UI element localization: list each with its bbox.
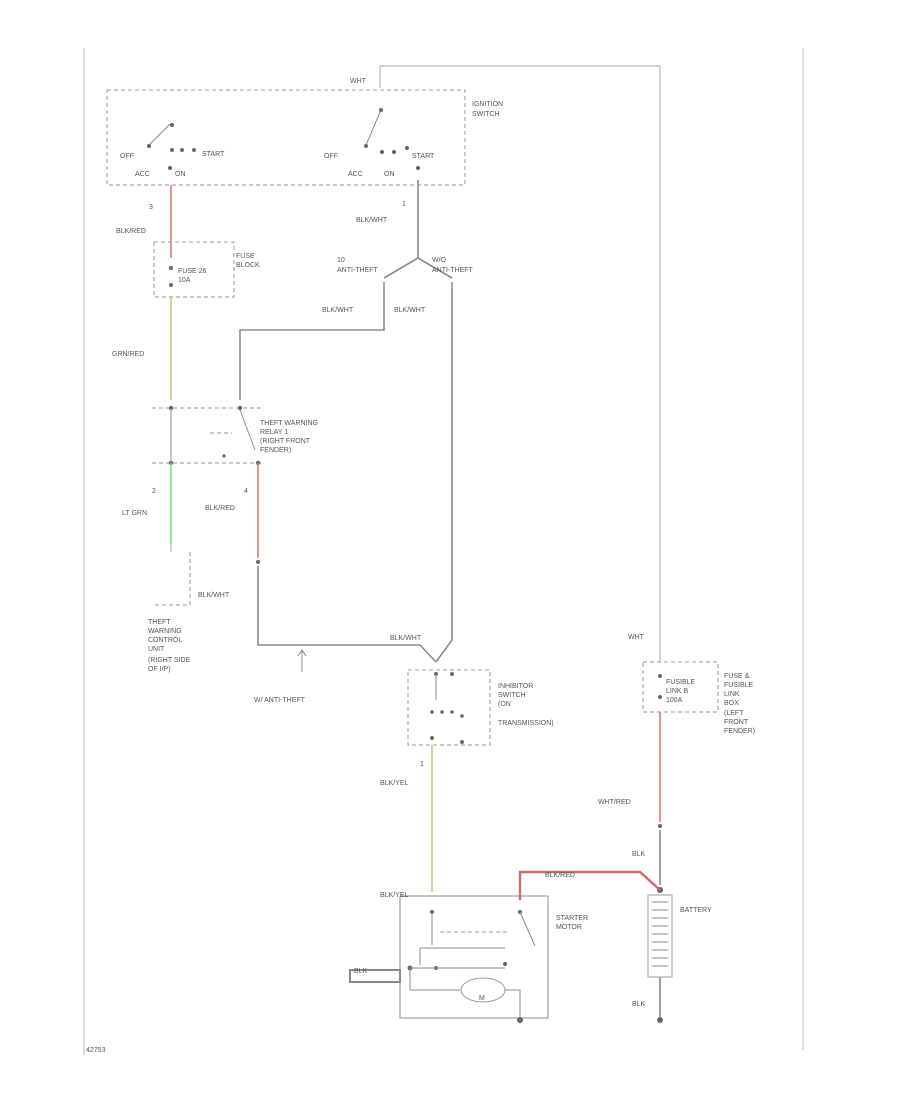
acc-b-label: ACC — [348, 171, 363, 178]
relay-label-2: RELAY 1 — [260, 429, 288, 436]
grn-red-label: GRN/RED — [112, 351, 144, 358]
fusible-label-7: FENDER) — [724, 728, 755, 735]
pin3-a-label: 3 — [149, 204, 153, 211]
fusible-link-label-1: FUSIBLE — [666, 679, 696, 686]
wht-red-wire: WHT/RED BLK — [598, 712, 662, 885]
inhibitor-label-3: (ON — [498, 701, 511, 708]
anti-theft-a-label-1: 10 — [337, 257, 345, 264]
on-a-label: ON — [175, 171, 186, 178]
fusible-label-5: (LEFT — [724, 710, 744, 717]
pin-in-label: 1 — [420, 761, 424, 768]
lt-grn-wire: 2 LT GRN — [122, 463, 172, 552]
fuse-block: FUSE 26 10A FUSE BLOCK — [153, 241, 260, 298]
motor-label: M — [479, 995, 485, 1002]
fusible-link-box: FUSIBLE LINK B 100A FUSE & FUSIBLE LINK … — [642, 661, 755, 735]
battery: BATTERY BLK — [632, 887, 712, 1023]
fusible-label-3: LINK — [724, 691, 740, 698]
pin2-label: 2 — [152, 488, 156, 495]
blk-c-label: BLK — [632, 1001, 646, 1008]
anti-theft-b-label-1: W/O — [432, 257, 447, 264]
control-label-2: WARNING — [148, 628, 182, 635]
theft-warning-control-unit: BLK/WHT THEFT WARNING CONTROL UNIT (RIGH… — [148, 552, 230, 673]
page-code-label: 42753 — [86, 1047, 106, 1054]
fusible-link-label-3: 100A — [666, 697, 683, 704]
blk-wht-1-label: BLK/WHT — [356, 217, 388, 224]
w-anti-theft-label: W/ ANTI-THEFT — [254, 697, 306, 704]
battery-to-starter-wire: BLK/RED — [518, 870, 661, 900]
relay-to-inhibitor-wire: 4 BLK/RED BLK/WHT W/ ANTI-THEFT — [205, 463, 437, 704]
blk-a-label: BLK — [632, 851, 646, 858]
fusible-label-6: FRONT — [724, 719, 749, 726]
wht-feed-wire: WHT WHT — [350, 65, 661, 662]
blk-yel-wire: 1 BLK/YEL — [380, 745, 433, 892]
starter-label-1: STARTER — [556, 915, 588, 922]
fuse-label-1: FUSE 26 — [178, 268, 207, 275]
pin1-b-label: 1 — [402, 201, 406, 208]
wht-top-label: WHT — [350, 78, 367, 85]
starter-motor: BLK/YEL BLK M STARTER MOTOR — [349, 892, 588, 1023]
inhibitor-switch: INHIBITOR SWITCH (ON TRANSMISSION) — [407, 669, 554, 746]
ignition-blk-wht-wire: 1 BLK/WHT 10 ANTI-THEFT W/O ANTI-THEFT — [337, 180, 474, 279]
control-label-5: (RIGHT SIDE — [148, 657, 191, 664]
blk-wht-2-label: BLK/WHT — [322, 307, 354, 314]
lt-grn-label: LT GRN — [122, 510, 147, 517]
acc-a-label: ACC — [135, 171, 150, 178]
ignition-switch-label-1: IGNITION — [472, 101, 503, 108]
start-a-label: START — [202, 151, 225, 158]
wht-right-label: WHT — [628, 634, 645, 641]
wht-red-label: WHT/RED — [598, 799, 631, 806]
control-label-4: UNIT — [148, 646, 165, 653]
fusible-label-4: BOX — [724, 700, 739, 707]
blk-red-2-label: BLK/RED — [205, 505, 235, 512]
inhibitor-label-1: INHIBITOR — [498, 683, 533, 690]
blk-red-wire-to-fuse: 3 BLK/RED — [116, 185, 172, 258]
blk-b-label: BLK — [354, 968, 368, 975]
off-b-label: OFF — [324, 153, 338, 160]
ignition-switch: IGNITION SWITCH OFF START ACC ON OFF STA… — [106, 89, 503, 186]
relay-label-1: THEFT WARNING — [260, 420, 318, 427]
fusible-label-2: FUSIBLE — [724, 682, 754, 689]
control-label-6: OF I/P) — [148, 666, 171, 673]
grn-red-wire: GRN/RED — [112, 296, 172, 400]
blk-wht-4-label: BLK/WHT — [198, 592, 230, 599]
start-b-label: START — [412, 153, 435, 160]
no-anti-theft-branch-wire: BLK/WHT — [394, 282, 453, 663]
blk-wht-3-label: BLK/WHT — [394, 307, 426, 314]
theft-warning-relay: THEFT WARNING RELAY 1 (RIGHT FRONT FENDE… — [152, 405, 318, 466]
blk-red-3-label: BLK/RED — [545, 872, 575, 879]
blk-wht-5-label: BLK/WHT — [390, 635, 422, 642]
anti-theft-branch-wire: BLK/WHT — [239, 282, 385, 400]
blk-yel-label: BLK/YEL — [380, 780, 409, 787]
starter-label-2: MOTOR — [556, 924, 582, 931]
inhibitor-label-4: TRANSMISSION) — [498, 720, 554, 727]
relay-label-4: FENDER) — [260, 447, 291, 454]
on-b-label: ON — [384, 171, 395, 178]
fusible-link-label-2: LINK B — [666, 688, 689, 695]
control-label-1: THEFT — [148, 619, 171, 626]
blk-red-1-label: BLK/RED — [116, 228, 146, 235]
battery-label: BATTERY — [680, 907, 712, 914]
relay-label-3: (RIGHT FRONT — [260, 438, 311, 445]
pin4-label: 4 — [244, 488, 248, 495]
inhibitor-label-2: SWITCH — [498, 692, 526, 699]
anti-theft-b-label-2: ANTI-THEFT — [432, 267, 474, 274]
off-a-label: OFF — [120, 153, 134, 160]
fuse-block-label-1: FUSE — [236, 253, 255, 260]
control-label-3: CONTROL — [148, 637, 182, 644]
blk-yel-2-label: BLK/YEL — [380, 892, 409, 899]
ignition-switch-label-2: SWITCH — [472, 111, 500, 118]
anti-theft-a-label-2: ANTI-THEFT — [337, 267, 379, 274]
fuse-block-label-2: BLOCK — [236, 262, 260, 269]
fusible-label-1: FUSE & — [724, 673, 750, 680]
fuse-label-2: 10A — [178, 277, 191, 284]
